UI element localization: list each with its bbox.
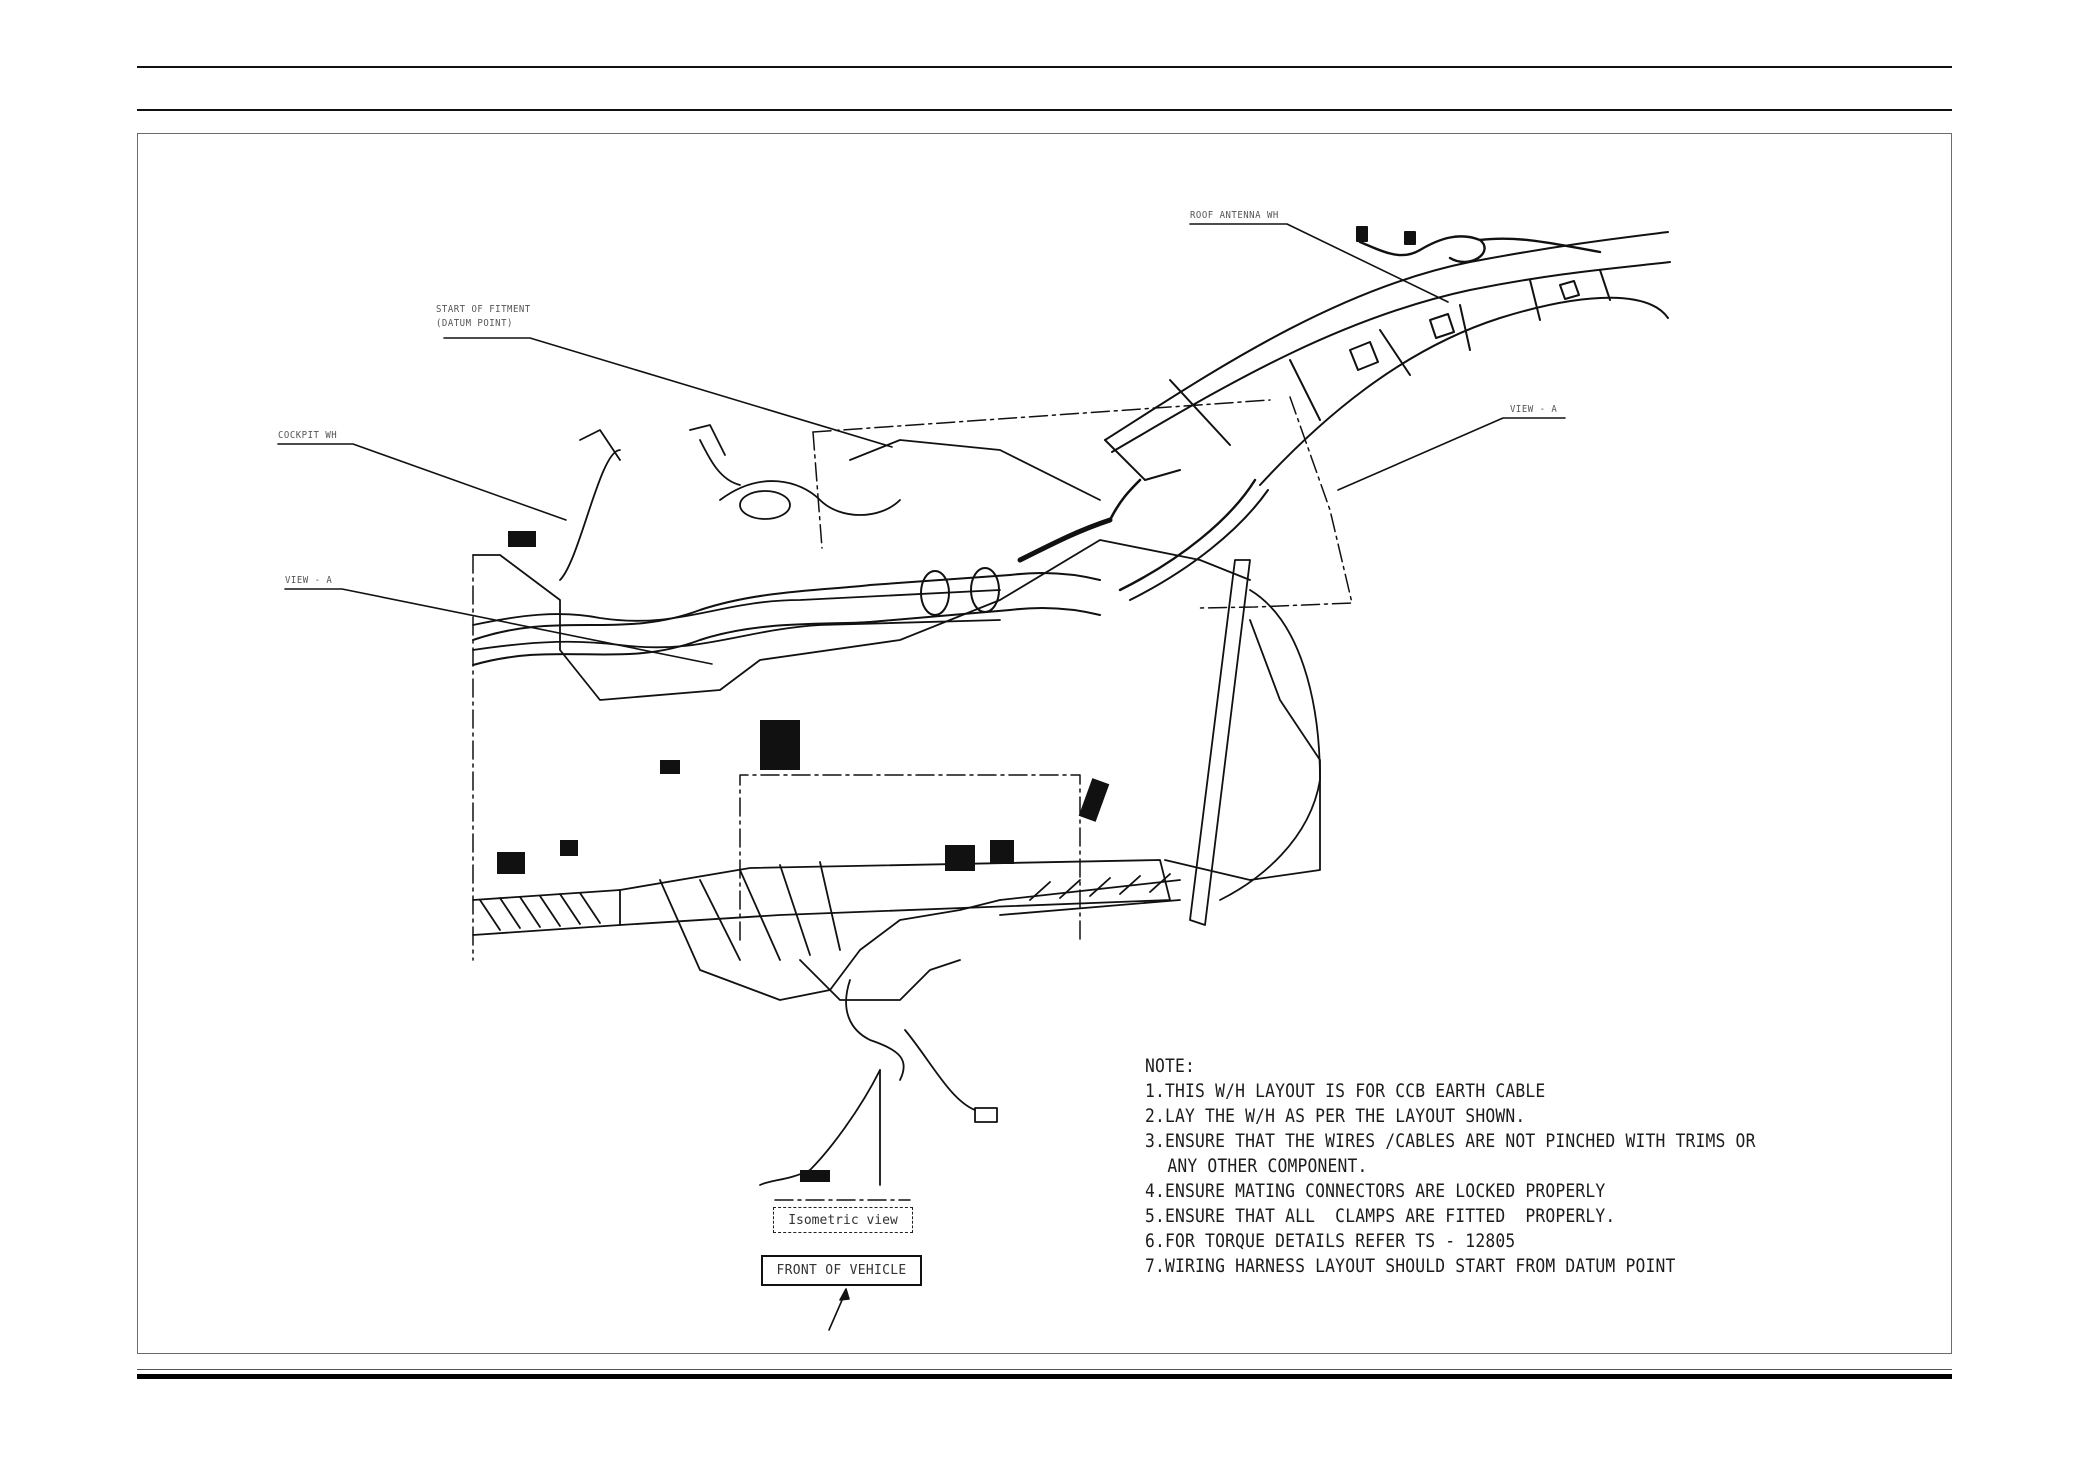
connector-icon <box>508 531 536 547</box>
note-item: 4.ENSURE MATING CONNECTORS ARE LOCKED PR… <box>1145 1180 1606 1202</box>
cockpit-crossbeam <box>472 424 1251 701</box>
front-of-vehicle-label: FRONT OF VEHICLE <box>761 1255 922 1286</box>
roof-trim-panel <box>1104 226 1671 601</box>
leader-roof-antenna <box>1189 223 1449 303</box>
notes-block: NOTE: 1.THIS W/H LAYOUT IS FOR CCB EARTH… <box>1145 1054 1756 1279</box>
lower-dash-rails <box>472 559 1321 936</box>
notes-heading: NOTE: <box>1145 1055 1196 1077</box>
note-item: 2.LAY THE W/H AS PER THE LAYOUT SHOWN. <box>1145 1105 1526 1127</box>
note-item: 5.ENSURE THAT ALL CLAMPS ARE FITTED PROP… <box>1145 1205 1616 1227</box>
roof-antenna-cable <box>1358 235 1602 264</box>
note-item: 3.ENSURE THAT THE WIRES /CABLES ARE NOT … <box>1145 1130 1756 1152</box>
drawing-frame <box>137 133 1952 1354</box>
callout-view-a-left: VIEW - A <box>285 575 333 587</box>
note-item: 6.FOR TORQUE DETAILS REFER TS - 12805 <box>1145 1230 1516 1252</box>
footer-rule-thick <box>137 1374 1952 1379</box>
connector-icon <box>660 760 680 774</box>
callout-view-a-right: VIEW - A <box>1510 404 1558 416</box>
leader-view-a-left <box>284 588 713 665</box>
main-harness-trunk <box>472 478 1142 666</box>
callout-datum-point: (DATUM POINT) <box>436 318 513 330</box>
header-rule-bottom <box>137 109 1952 111</box>
connector-icon <box>1078 778 1110 822</box>
connector-icon <box>560 840 578 856</box>
isometric-view-text: Isometric view <box>788 1212 898 1228</box>
leader-cockpit <box>277 443 567 521</box>
isometric-view-label: Isometric view <box>773 1207 913 1233</box>
connector-icon <box>990 840 1014 864</box>
note-item-continuation: ANY OTHER COMPONENT. <box>1167 1155 1368 1177</box>
note-item: 1.THIS W/H LAYOUT IS FOR CCB EARTH CABLE <box>1145 1080 1546 1102</box>
leader-lines <box>277 223 1566 1331</box>
callout-cockpit-wh: COCKPIT WH <box>278 430 338 442</box>
callout-start-of-fitment: START OF FITMENT <box>436 304 531 316</box>
arrow-head-icon <box>839 1288 850 1301</box>
front-of-vehicle-text: FRONT OF VEHICLE <box>776 1263 907 1278</box>
connector-icon <box>760 720 800 770</box>
connector-icon <box>945 845 975 871</box>
footer-rule-thin <box>137 1369 1952 1370</box>
header-rule-top <box>137 66 1952 68</box>
callout-roof-antenna-wh: ROOF ANTENNA WH <box>1190 210 1279 222</box>
center-console <box>659 861 1001 1186</box>
note-item: 7.WIRING HARNESS LAYOUT SHOULD START FRO… <box>1145 1255 1676 1277</box>
leader-view-a-right <box>1337 417 1566 491</box>
connector-icon <box>497 852 525 874</box>
leader-start-of-fitment <box>443 337 893 448</box>
connectors <box>497 531 1110 874</box>
